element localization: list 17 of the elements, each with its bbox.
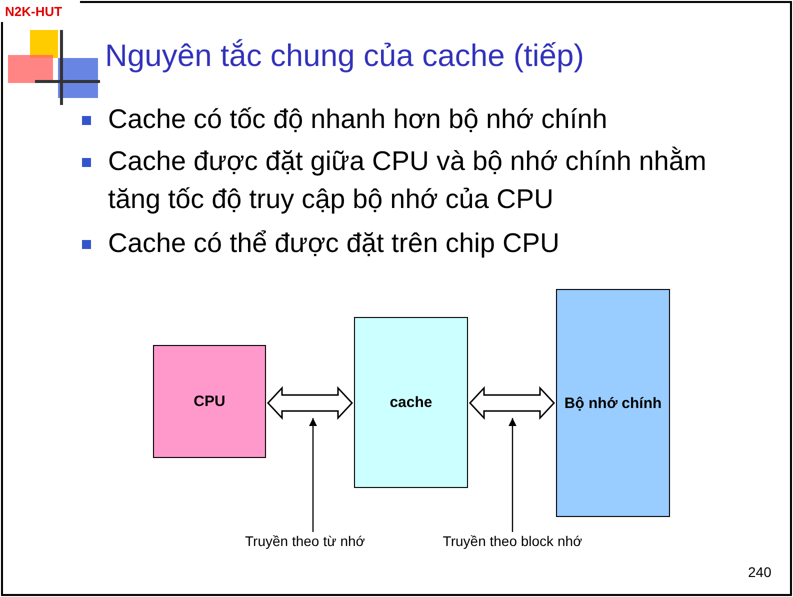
bullet-text: Cache có thể được đặt trên chip CPU <box>108 227 560 260</box>
slide-title: Nguyên tắc chung của cache (tiếp) <box>105 38 584 74</box>
memory-box <box>556 289 670 517</box>
leader-arrow <box>309 418 317 532</box>
double-arrow <box>468 386 556 420</box>
node-label: cache <box>390 394 432 411</box>
node-label: Bộ nhớ chính <box>564 394 662 412</box>
cpu-box <box>153 345 266 458</box>
bullet-text: Cache được đặt giữa CPU và bộ nhớ chính nhằm tăng tốc độ truy cập bộ nhớ của CPU <box>108 145 708 216</box>
double-arrow <box>266 386 354 420</box>
leader-arrow <box>508 418 516 532</box>
annotation-text: Truyền theo từ nhớ <box>225 533 385 549</box>
annotation-text: Truyền theo block nhớ <box>420 533 605 549</box>
page-number: 240 <box>748 564 772 580</box>
cache-box <box>354 317 468 488</box>
bullet-text: Cache có tốc độ nhanh hơn bộ nhớ chính <box>108 103 608 136</box>
node-label: CPU <box>194 393 226 410</box>
